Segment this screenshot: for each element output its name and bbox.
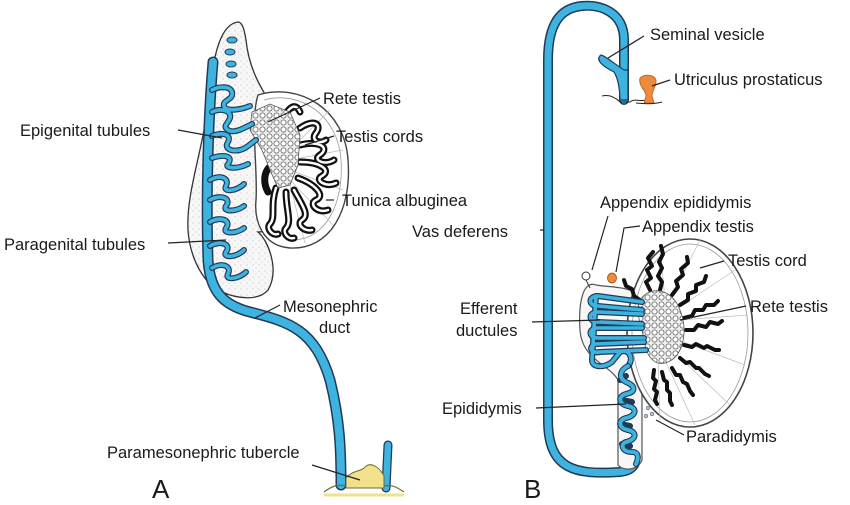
label-testis-cord: Testis cord xyxy=(728,252,807,270)
leaders-b xyxy=(531,35,747,436)
label-utriculus-prostaticus: Utriculus prostaticus xyxy=(674,71,823,89)
paramesonephric-tubercle xyxy=(345,464,385,489)
testis-cords-a xyxy=(261,103,340,242)
label-epigenital-tubules: Epigenital tubules xyxy=(20,122,150,140)
label-appendix-epididymis: Appendix epididymis xyxy=(600,194,751,212)
utriculus-prostaticus xyxy=(639,74,657,104)
testis-b xyxy=(622,238,754,428)
appendix-testis xyxy=(607,272,617,284)
epididymis-coil xyxy=(617,363,641,467)
label-paradidymis: Paradidymis xyxy=(686,428,777,446)
label-vas-deferens: Vas deferens xyxy=(412,223,508,241)
seminal-vesicle xyxy=(598,54,647,103)
label-testis-cords: Testis cords xyxy=(336,128,423,146)
label-paragenital-tubules: Paragenital tubules xyxy=(4,236,145,254)
testis-a xyxy=(249,91,350,249)
appendix-epididymis xyxy=(581,271,591,289)
efferent-ductules xyxy=(587,293,649,370)
panel-b: Seminal vesicle Utriculus prostaticus Ap… xyxy=(412,0,828,504)
epigenital-tubules xyxy=(209,36,259,171)
label-mesonephric-duct-line1: Mesonephric xyxy=(283,298,377,316)
mesonephric-duct xyxy=(201,56,347,491)
label-rete-testis-b: Rete testis xyxy=(750,298,828,316)
label-efferent-ductules-line1: Efferent xyxy=(460,300,518,318)
panel-a: Rete testis Epigenital tubules Testis co… xyxy=(4,21,468,504)
label-appendix-testis: Appendix testis xyxy=(642,218,754,236)
label-epididymis: Epididymis xyxy=(442,400,522,418)
vas-deferens xyxy=(543,0,642,478)
label-efferent-ductules-line2: ductules xyxy=(456,322,517,340)
label-paramesonephric-tubercle: Paramesonephric tubercle xyxy=(107,444,300,462)
label-seminal-vesicle: Seminal vesicle xyxy=(650,26,765,44)
paramesonephric-tubercle-group xyxy=(323,440,405,497)
label-rete-testis-a: Rete testis xyxy=(323,90,401,108)
leaders-a xyxy=(167,97,361,481)
paradidymis xyxy=(643,405,655,419)
label-tunica-albuginea: Tunica albuginea xyxy=(342,192,468,210)
panel-letter-a: A xyxy=(152,474,170,504)
paragenital-tubules xyxy=(207,174,249,282)
label-mesonephric-duct-line2: duct xyxy=(319,319,351,337)
testis-cords-b xyxy=(622,244,724,407)
panel-letter-b: B xyxy=(524,474,541,504)
rete-testis-a xyxy=(249,103,301,189)
